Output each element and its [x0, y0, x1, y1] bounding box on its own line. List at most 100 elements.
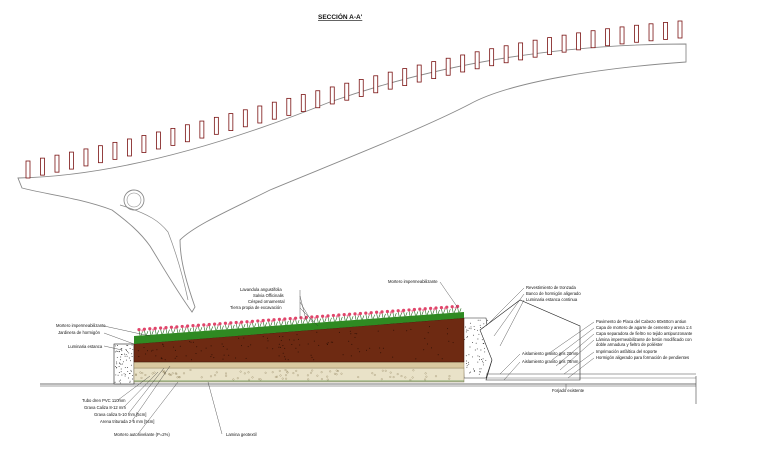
- flower: [164, 326, 168, 330]
- stone-speck: [125, 373, 126, 375]
- stone-speck: [480, 349, 482, 351]
- gravel-stone: [169, 374, 172, 376]
- flower: [331, 313, 335, 318]
- canopy-slat: [373, 75, 379, 94]
- stone-speck: [464, 338, 466, 340]
- stone-speck: [118, 380, 120, 382]
- plant-stem: [376, 313, 378, 319]
- stone-speck: [479, 368, 481, 370]
- gravel-stone: [175, 372, 178, 375]
- soil-speck: [267, 337, 268, 339]
- soil-speck: [155, 355, 157, 357]
- stone-speck: [479, 324, 481, 326]
- stone-speck: [468, 327, 470, 329]
- stone-speck: [465, 360, 467, 362]
- stone-speck: [116, 363, 118, 365]
- soil-speck: [377, 330, 379, 332]
- canopy-slat: [141, 135, 147, 153]
- canopy-slat: [547, 37, 552, 56]
- plant-stem: [281, 321, 284, 326]
- stone-speck: [466, 366, 468, 368]
- annotation-labels: Lavandula angustifolia Salvia Officinali…: [56, 279, 693, 437]
- canopy-slat: [402, 68, 408, 86]
- stone-speck: [465, 326, 467, 328]
- soil-speck: [200, 350, 202, 352]
- plant-stem: [284, 319, 287, 326]
- plant-stem: [387, 312, 389, 318]
- canopy-slat: [25, 160, 31, 179]
- stone-speck: [129, 381, 131, 383]
- stone-speck: [120, 356, 122, 358]
- stone-speck: [125, 353, 127, 355]
- stone-speck: [482, 358, 484, 360]
- stone-speck: [119, 363, 121, 365]
- plant-stem: [252, 322, 254, 328]
- flower: [267, 318, 271, 322]
- canopy-slat: [170, 127, 176, 146]
- soil-speck: [350, 355, 352, 357]
- gravel-stone: [171, 372, 174, 375]
- soil-speck: [291, 344, 293, 345]
- stone-speck: [126, 355, 128, 357]
- gravel-stone: [248, 378, 251, 381]
- soil-speck: [287, 359, 289, 361]
- canopy-slat: [518, 42, 524, 61]
- lawn-layer: [134, 312, 464, 344]
- canopy-slat: [634, 24, 639, 43]
- gravel-stone: [435, 375, 437, 378]
- plant-stem: [203, 325, 206, 331]
- flower: [186, 324, 190, 328]
- soil-speck: [310, 354, 312, 356]
- gravel-stone: [326, 378, 329, 381]
- plant-stem: [214, 325, 216, 331]
- stone-speck: [478, 333, 480, 335]
- stone-speck: [123, 353, 125, 355]
- stone-speck: [128, 352, 130, 354]
- gravel-stone: [259, 378, 262, 381]
- canopy-slat: [184, 124, 190, 143]
- plant-stem: [167, 329, 170, 334]
- plant-stem: [151, 330, 154, 335]
- stone-speck: [127, 377, 129, 379]
- plant-stem: [383, 313, 386, 318]
- gravel-stone: [214, 374, 217, 377]
- label-stone-cladding: Revestimiento de tronzada: [526, 285, 576, 290]
- stone-speck: [467, 329, 469, 331]
- stone-speck: [469, 372, 470, 374]
- plant-stem: [138, 330, 141, 336]
- soil-speck: [280, 346, 281, 348]
- label-geotextile: Lamina geotextil: [226, 432, 257, 437]
- plant-stem: [397, 311, 400, 317]
- stone-speck: [466, 336, 468, 338]
- label-soil: Tierra propia de excavación: [230, 305, 282, 310]
- canopy-slat: [344, 82, 350, 101]
- gravel-stone: [311, 369, 314, 372]
- canopy-slat: [605, 28, 610, 47]
- plant-stem: [351, 316, 354, 321]
- soil-speck: [278, 355, 280, 357]
- plant-stem: [254, 323, 257, 328]
- plant-stem: [295, 319, 297, 325]
- plant-stem: [435, 308, 438, 315]
- stone-speck: [469, 346, 471, 348]
- stone-speck: [480, 359, 482, 360]
- canopy-slat: [576, 32, 581, 51]
- plant-stem: [367, 314, 370, 320]
- label-slope-concrete: Hormigón aligerado para formación de pen…: [596, 355, 689, 360]
- flower: [234, 320, 238, 325]
- gravel-stone: [251, 376, 254, 379]
- plant-stem: [257, 321, 260, 327]
- plant-stem: [187, 326, 189, 333]
- stone-speck: [465, 363, 467, 365]
- canopy-slat: [228, 113, 234, 131]
- label-gravel-10: Grava caliza 5-10 mm [5cm]: [94, 412, 146, 417]
- gravel-stone: [164, 372, 167, 375]
- soil-speck: [179, 345, 181, 347]
- soil-speck: [393, 329, 395, 331]
- gravel-stone: [335, 369, 338, 372]
- gravel-layer: [133, 361, 465, 369]
- flower: [191, 324, 195, 328]
- soil-speck: [211, 354, 213, 356]
- flower: [418, 307, 422, 311]
- soil-speck: [406, 330, 408, 332]
